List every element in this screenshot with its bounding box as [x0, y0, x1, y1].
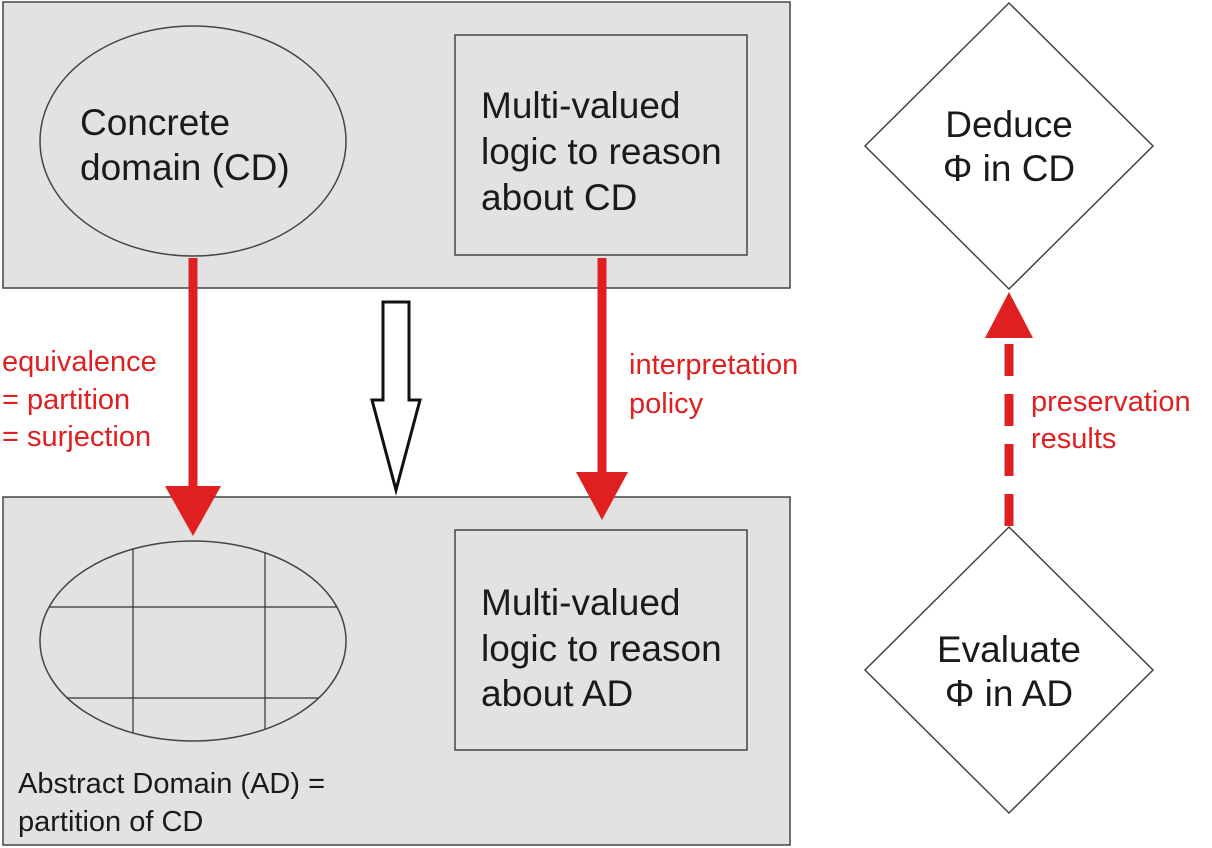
abstract-domain-ellipse	[39, 540, 347, 742]
preservation-dashed-arrow	[985, 292, 1033, 526]
preservation-label-line2: results	[1031, 423, 1116, 455]
cd-logic-label-line1: Multi-valued	[481, 85, 680, 126]
ad-logic-label-line1: Multi-valued	[481, 582, 680, 623]
equivalence-label-line3: = surjection	[2, 421, 151, 453]
evaluate-diamond	[863, 525, 1155, 815]
cd-logic-label-line3: about CD	[481, 177, 637, 218]
preservation-label-line1: preservation	[1031, 386, 1191, 418]
interpretation-label-line2: policy	[629, 388, 704, 420]
equivalence-label-line2: = partition	[2, 384, 130, 416]
deduce-label-line2: Φ in CD	[943, 148, 1075, 189]
ad-logic-label-line2: logic to reason	[481, 628, 722, 669]
abstraction-hollow-arrow	[370, 300, 422, 496]
cd-logic-label-line2: logic to reason	[481, 131, 722, 172]
abstract-domain-partition	[39, 540, 347, 742]
interpretation-label-line1: interpretation	[629, 349, 798, 381]
evaluate-label-line2: Φ in AD	[945, 673, 1073, 714]
cd-logic-box	[454, 34, 748, 256]
ad-caption-line2: partition of CD	[18, 806, 203, 838]
deduce-label-line1: Deduce	[945, 104, 1073, 145]
evaluate-label-line1: Evaluate	[937, 629, 1081, 670]
concrete-domain-label-line1: Concrete	[80, 102, 230, 143]
ad-logic-box	[454, 529, 748, 751]
interpretation-arrow	[576, 258, 628, 520]
ad-logic-label-line3: about AD	[481, 673, 633, 714]
ad-caption-line1: Abstract Domain (AD) =	[18, 768, 325, 800]
equivalence-arrow	[165, 258, 221, 536]
concrete-domain-label-line2: domain (CD)	[80, 147, 290, 188]
concrete-domain-ellipse	[39, 25, 347, 257]
deduce-diamond	[863, 1, 1155, 291]
equivalence-label-line1: equivalence	[2, 346, 157, 378]
